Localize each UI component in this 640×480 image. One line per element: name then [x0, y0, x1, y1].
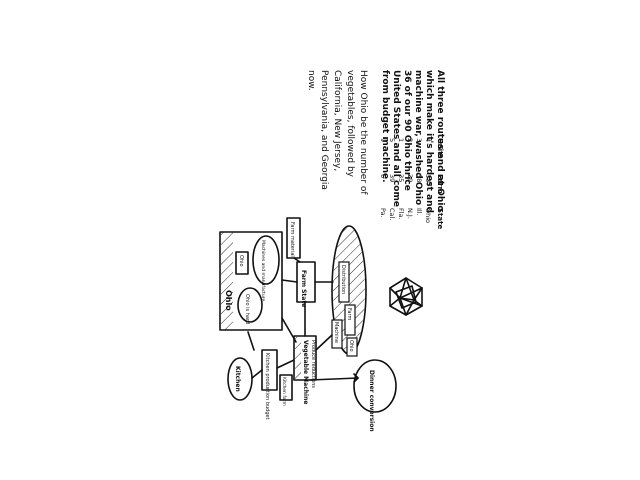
arrow-machine-to-dinner	[310, 378, 358, 380]
kitchen-farm-label: Kitchen farm	[281, 377, 287, 406]
table-header-cell: Units	[436, 138, 444, 159]
table-cell: 2	[406, 138, 414, 142]
machine-inner-label: Machine	[333, 322, 339, 343]
table-cell: 1	[397, 138, 405, 142]
note-line: now.	[306, 70, 316, 91]
table-cell: N.J.	[406, 208, 414, 219]
arrow-kitchen-link	[252, 370, 262, 378]
table-cell: Ill.	[415, 208, 423, 216]
produce-reductions-label: Produce reductions	[310, 340, 316, 388]
table-cell: Cal.	[388, 208, 396, 220]
ohio-inner-label: Ohio	[348, 340, 354, 352]
dinner-node: Dinner conversion	[354, 360, 396, 432]
note-line: 36 of our 90 Ohio thrice	[402, 70, 412, 191]
vegetable-machine-node: Vegetable Machine Produce reductions	[294, 336, 316, 404]
table-cell: 39	[406, 174, 414, 182]
farm-material-node: Farm material	[287, 218, 300, 258]
note-line: California, New Jersey,	[332, 70, 342, 171]
wireframe-doodle-icon	[390, 278, 422, 315]
distribution-label: Distribution	[340, 265, 346, 294]
table-header-cell: State	[436, 208, 444, 229]
note-line: vegetables, followed by	[345, 70, 355, 178]
kitchen-node: Kitchen	[228, 358, 252, 400]
distribution-cluster: Distribution Farm Machine Ohio	[332, 226, 366, 356]
vegetable-machine-hatch	[295, 337, 301, 379]
ohio-region-label: Ohio	[224, 290, 233, 311]
table-cell: 5	[388, 138, 396, 142]
kitchen-label: Kitchen	[234, 366, 241, 392]
table-cell: Fla.	[397, 208, 405, 220]
arrow-machine-to-kitchen	[277, 360, 294, 368]
vegetable-machine-label: Vegetable Machine	[302, 340, 309, 404]
farm-material-label: Farm material	[289, 222, 295, 257]
kitchen-production-node: Kitchen production budget Kitchen farm	[262, 350, 292, 420]
farm-state-node: Farm State	[297, 262, 315, 307]
table-cell: 39	[388, 174, 396, 182]
arrow-ohio-to-machine	[282, 318, 296, 342]
ohio-oval-left-label: Ohio is hard	[244, 294, 250, 324]
farm-inner-label: Farm	[346, 308, 352, 320]
arrow-ohio-to-kitchen	[248, 332, 254, 350]
ohio-oval-right	[253, 236, 279, 284]
table-cell: 3	[415, 138, 423, 142]
ohio-region-hatch	[221, 232, 233, 330]
table-cell: 337	[424, 174, 432, 186]
note-line: from budget machine.	[380, 70, 390, 183]
kitchen-production-label: Kitchen production budget	[264, 353, 270, 420]
ohio-oval-right-label: Machines and manufacture	[260, 240, 266, 302]
table-cell: Pa.	[379, 208, 387, 218]
dinner-label: Dinner conversion	[368, 370, 375, 432]
notes-paragraph-2: How Ohio be the number of vegetables, fo…	[306, 70, 368, 195]
table-cell: Ohio	[424, 208, 432, 223]
table-cell: 38	[415, 174, 423, 182]
table-cell: 4	[424, 138, 432, 142]
table-cell: 9	[379, 138, 387, 142]
ohio-small-box-label: Ohio	[238, 255, 244, 267]
farm-state-label: Farm State	[300, 270, 307, 307]
table-cell: 35	[397, 174, 405, 182]
table-header-cell: Farm	[436, 174, 444, 194]
flow-diagram: Ohio Ohio Ohio is hard Machines and manu…	[220, 218, 396, 432]
table-cell: 6	[379, 174, 387, 178]
note-line: Pennsylvania, and Georgia	[319, 70, 329, 190]
table-header: Units Farm State	[436, 138, 444, 229]
arrow-ohio-to-state	[282, 280, 297, 282]
note-line: How Ohio be the number of	[358, 70, 368, 195]
ohio-region: Ohio Ohio Ohio is hard Machines and manu…	[220, 232, 282, 330]
arrow-machine-to-cluster	[316, 335, 332, 350]
